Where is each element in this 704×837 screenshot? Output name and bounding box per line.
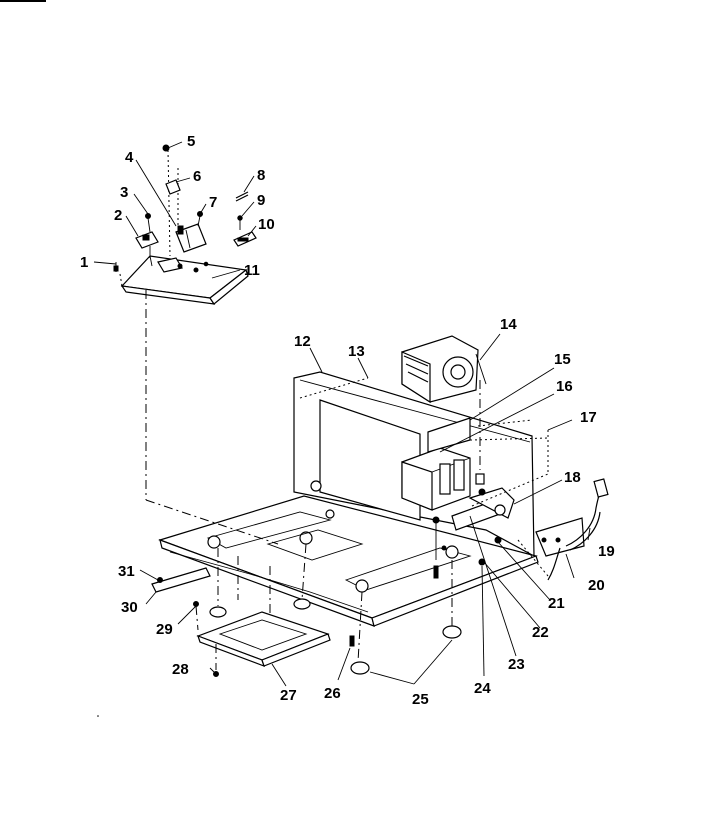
callout-9: 9: [257, 192, 265, 209]
callout-6: 6: [193, 168, 201, 185]
callout-13: 13: [348, 343, 365, 360]
leader-lines: [93, 141, 591, 687]
callout-16: 16: [556, 378, 573, 395]
control-bracket-assembly: [113, 144, 257, 305]
callout-28: 28: [172, 661, 189, 678]
callout-5: 5: [187, 133, 195, 150]
callout-27: 27: [280, 687, 297, 704]
callout-25: 25: [412, 691, 429, 708]
callout-15: 15: [554, 351, 571, 368]
callout-17: 17: [580, 409, 597, 426]
callout-29: 29: [156, 621, 173, 638]
callout-12: 12: [294, 333, 311, 350]
transformer-assembly: [401, 335, 487, 511]
callout-30: 30: [121, 599, 138, 616]
callout-4: 4: [125, 149, 134, 166]
callout-11: 11: [244, 262, 260, 279]
callout-3: 3: [120, 184, 128, 201]
callout-1: 1: [80, 254, 88, 271]
callout-23: 23: [508, 656, 525, 673]
callout-7: 7: [209, 194, 217, 211]
callout-20: 20: [588, 577, 605, 594]
callout-10: 10: [258, 216, 275, 233]
callout-18: 18: [564, 469, 581, 486]
assembly-lines: [145, 290, 549, 670]
callout-2: 2: [114, 207, 122, 224]
callout-24: 24: [474, 680, 491, 697]
speck: [97, 715, 99, 717]
callout-labels: 1 2 3 4 5 6 7 8 9 10 11 12 13 14 15 16 1…: [80, 133, 615, 708]
callout-22: 22: [532, 624, 549, 641]
callout-14: 14: [500, 316, 517, 333]
power-cord-assembly: [432, 478, 609, 581]
callout-19: 19: [598, 543, 615, 560]
callout-21: 21: [548, 595, 565, 612]
callout-31: 31: [118, 563, 135, 580]
callout-8: 8: [257, 167, 265, 184]
callout-26: 26: [324, 685, 341, 702]
